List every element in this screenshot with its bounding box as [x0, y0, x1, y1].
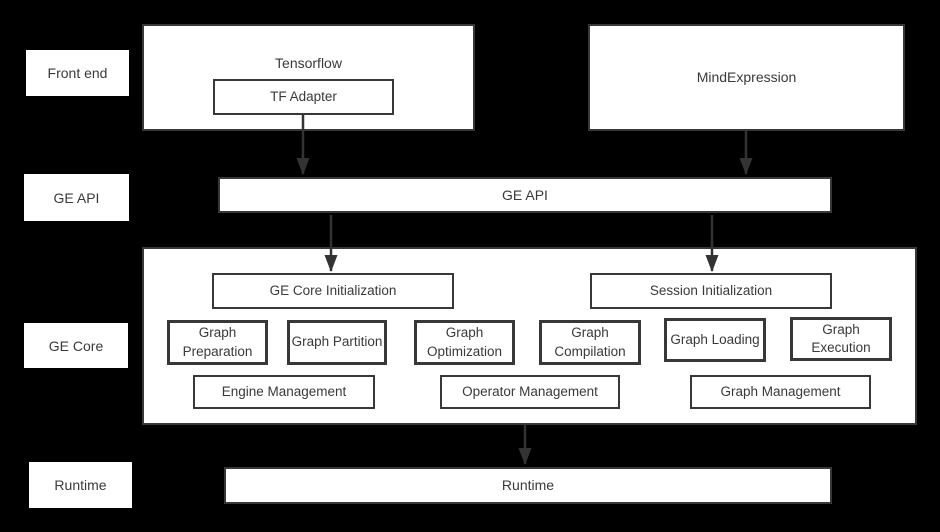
- graph-loading-node: Graph Loading: [664, 318, 766, 362]
- ge-api-label: GE API: [502, 186, 548, 203]
- row-label-front-end: Front end: [26, 50, 129, 96]
- session-initialization-node: Session Initialization: [590, 273, 832, 309]
- engine-management-node: Engine Management: [193, 375, 375, 409]
- graph-execution-node: Graph Execution: [790, 317, 892, 361]
- graph-optimization-label: Graph Optimization: [426, 325, 503, 359]
- graph-preparation-label: Graph Preparation: [182, 325, 253, 359]
- session-initialization-label: Session Initialization: [649, 282, 773, 298]
- ge-api-bar: GE API: [218, 177, 832, 213]
- row-label-ge-api-text: GE API: [53, 189, 100, 206]
- mindexpression-node: MindExpression: [588, 24, 905, 131]
- row-label-ge-api: GE API: [24, 174, 129, 221]
- runtime-bar: Runtime: [224, 467, 832, 504]
- graph-optimization-node: Graph Optimization: [414, 320, 515, 365]
- graph-partition-label: Graph Partition: [291, 334, 383, 350]
- row-label-runtime: Runtime: [29, 462, 132, 508]
- operator-management-node: Operator Management: [440, 375, 620, 409]
- row-label-runtime-text: Runtime: [54, 477, 107, 493]
- graph-compilation-label: Graph Compilation: [554, 325, 626, 359]
- graph-partition-node: Graph Partition: [287, 320, 387, 365]
- engine-management-label: Engine Management: [221, 383, 347, 399]
- graph-execution-label: Graph Execution: [811, 321, 871, 355]
- row-label-ge-core-text: GE Core: [48, 337, 104, 354]
- graph-management-label: Graph Management: [720, 383, 841, 399]
- ge-core-container: GE Core Initialization Session Initializ…: [142, 247, 917, 425]
- ge-core-initialization-label: GE Core Initialization: [269, 282, 397, 298]
- row-label-ge-core: GE Core: [24, 323, 128, 368]
- graph-management-node: Graph Management: [690, 375, 871, 409]
- operator-management-label: Operator Management: [462, 383, 598, 399]
- tensorflow-node-title: Tensorflow: [144, 54, 473, 73]
- runtime-label: Runtime: [501, 477, 555, 494]
- tensorflow-node: Tensorflow TF Adapter: [142, 24, 475, 131]
- ge-core-initialization-node: GE Core Initialization: [212, 273, 454, 309]
- tf-adapter-node: TF Adapter: [213, 79, 394, 115]
- graph-compilation-node: Graph Compilation: [539, 320, 641, 365]
- graph-preparation-node: Graph Preparation: [167, 320, 268, 365]
- row-label-front-end-text: Front end: [47, 65, 108, 81]
- graph-loading-label: Graph Loading: [670, 331, 760, 347]
- tf-adapter-label: TF Adapter: [270, 88, 337, 104]
- tensorflow-label: Tensorflow: [275, 55, 342, 71]
- mindexpression-label: MindExpression: [696, 69, 797, 86]
